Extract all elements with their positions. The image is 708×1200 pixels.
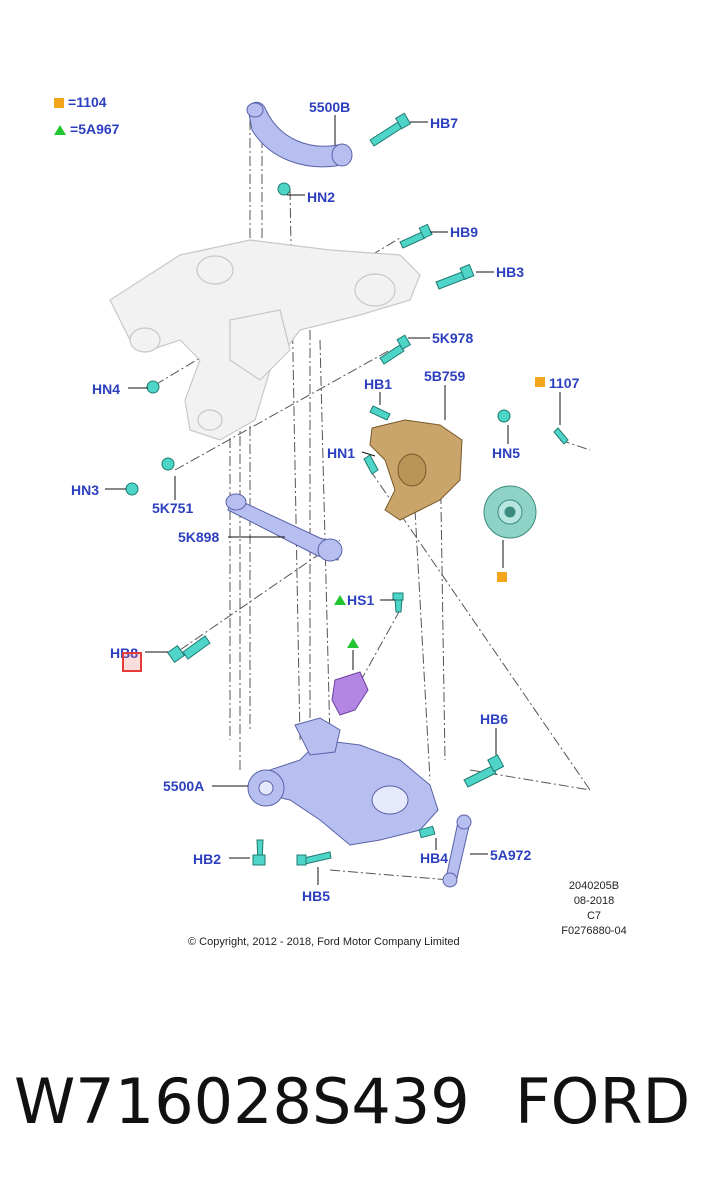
- callout-5K978: 5K978: [432, 330, 474, 346]
- callout-HB2: HB2: [193, 851, 222, 867]
- upper-arm-5500B: [246, 101, 353, 168]
- callout-leaders: [105, 115, 561, 885]
- meta-version: C7: [586, 910, 602, 922]
- callout-5A972: 5A972: [490, 847, 532, 863]
- triangle-marker-icon: [347, 638, 359, 648]
- square-marker-1107-icon: [535, 377, 545, 387]
- callout-HN2: HN2: [307, 189, 336, 205]
- callout-HN3: HN3: [71, 482, 100, 498]
- meta-date: 08-2018: [573, 895, 615, 907]
- square-marker-icon: [497, 572, 507, 582]
- part-number: W716028S439: [14, 1065, 470, 1138]
- callout-5K751: 5K751: [152, 500, 194, 516]
- sensor-bracket-5A967: [331, 671, 369, 716]
- subframe-ghost: [109, 239, 421, 441]
- callout-HN1: HN1: [327, 445, 356, 461]
- legend-square: =1104: [54, 94, 107, 110]
- legend-eq-1: =: [68, 94, 77, 110]
- callout-5B759: 5B759: [424, 368, 466, 384]
- exploded-suspension-diagram: [105, 101, 591, 888]
- callout-5500B: 5500B: [309, 99, 351, 115]
- toe-link-5K898: [225, 493, 343, 562]
- callout-HN4: HN4: [92, 381, 121, 397]
- callout-1107: 1107: [549, 375, 580, 391]
- legend-triangle: =5A967: [54, 121, 119, 137]
- brand-name: FORD: [515, 1065, 691, 1138]
- link-5A972: [442, 814, 472, 888]
- callout-HS1: HS1: [347, 592, 375, 608]
- meta-code: 2040205B: [568, 880, 620, 892]
- callout-5500A: 5500A: [163, 778, 205, 794]
- legend-eq-2: =: [70, 121, 79, 137]
- triangle-marker-hs1-icon: [334, 595, 346, 605]
- highlight-marker: [122, 652, 142, 672]
- wheel-hub-1107: [483, 485, 537, 539]
- callout-HB3: HB3: [496, 264, 525, 280]
- copyright-notice: © Copyright, 2012 - 2018, Ford Motor Com…: [188, 936, 460, 948]
- callout-HN5: HN5: [492, 445, 521, 461]
- legend-triangle-value: 5A967: [78, 121, 120, 137]
- callout-HB9: HB9: [450, 224, 479, 240]
- callout-5K898: 5K898: [178, 529, 220, 545]
- legend-square-value: 1104: [76, 94, 107, 110]
- knuckle-5B759: [369, 419, 463, 521]
- callout-HB6: HB6: [480, 711, 509, 727]
- callout-HB5: HB5: [302, 888, 331, 904]
- triangle-legend-icon: [54, 125, 66, 136]
- drawing-meta: 2040205B 08-2018 C7 F0276880-04: [555, 879, 633, 939]
- square-legend-icon: [54, 98, 64, 109]
- callout-HB7: HB7: [430, 115, 459, 131]
- meta-figure: F0276880-04: [561, 925, 627, 937]
- fasteners: [125, 112, 569, 866]
- lower-arm-5500A: [247, 717, 439, 846]
- callout-HB1: HB1: [364, 376, 393, 392]
- callout-HB4: HB4: [420, 850, 449, 866]
